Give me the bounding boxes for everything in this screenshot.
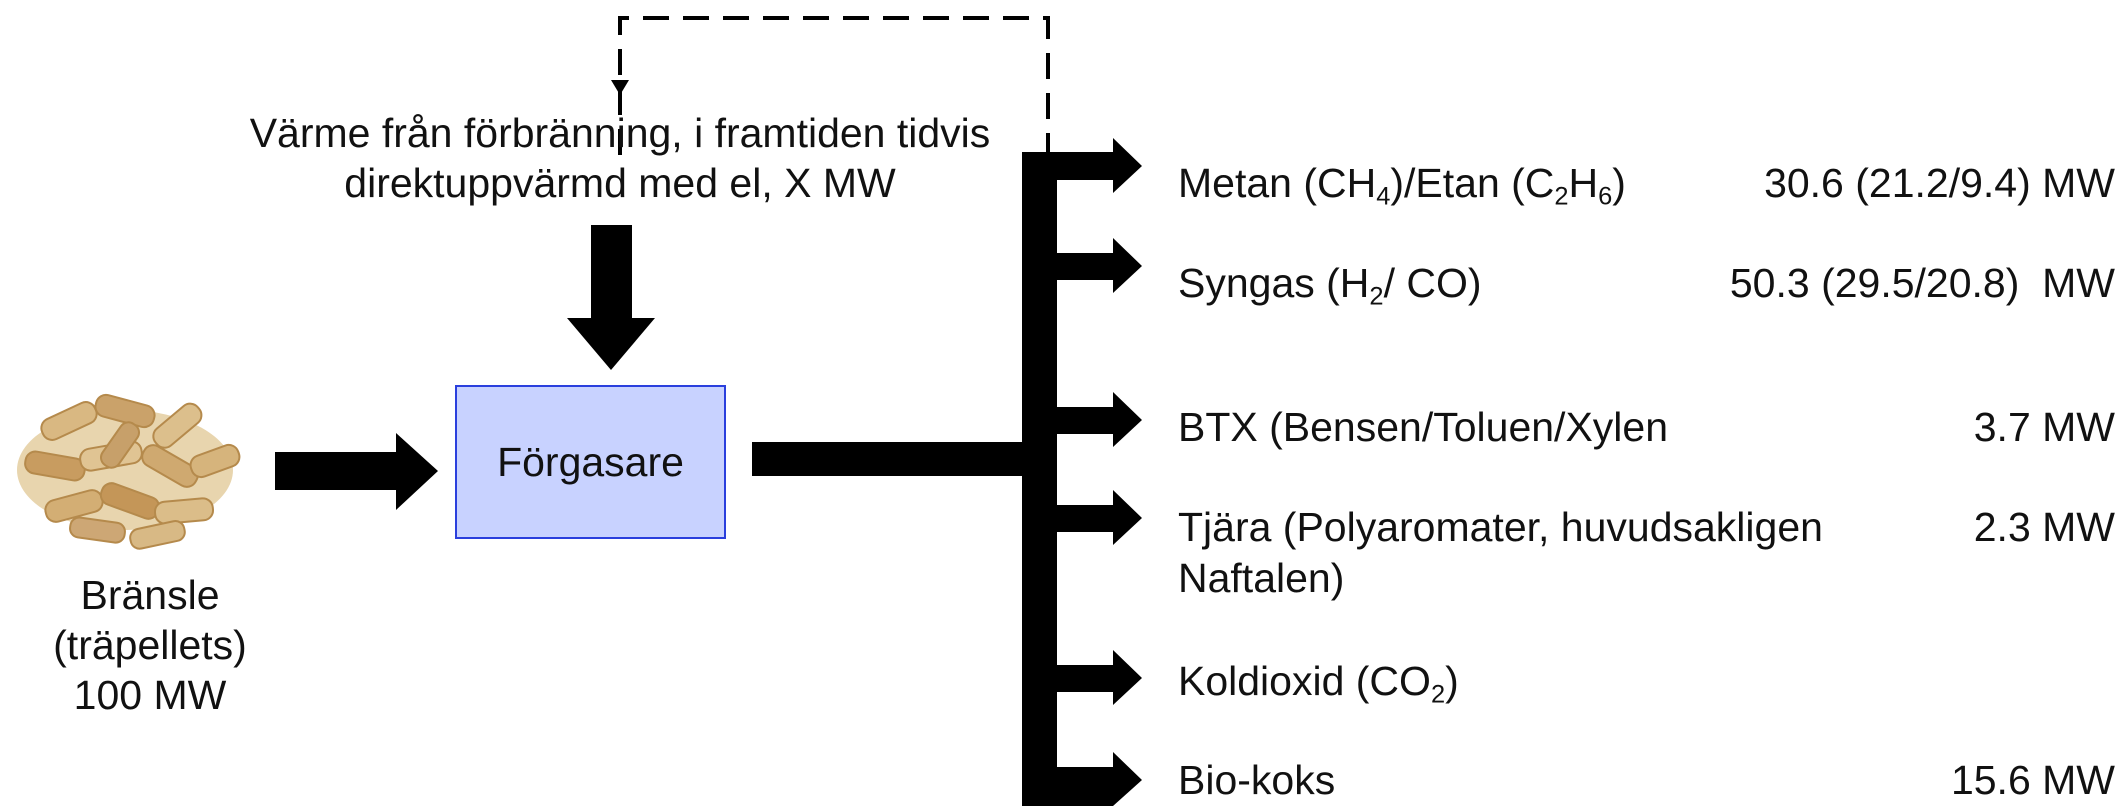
product-syngas-value: 50.3 (29.5/20.8) MW: [1729, 260, 2115, 306]
product-btx-value: 3.7 MW: [1973, 404, 2115, 450]
product-arrow-icon: [1054, 650, 1142, 705]
product-syngas-label: Syngas (H2/ CO): [1178, 260, 1482, 311]
product-arrow-icon: [1054, 238, 1142, 293]
gasifier-box: Förgasare: [455, 385, 726, 539]
product-biochar-label: Bio-koks: [1178, 757, 1336, 803]
product-methane-ethane-label: Metan (CH4)/Etan (C2H6): [1178, 160, 1626, 211]
product-arrow-icon: [1054, 752, 1142, 806]
product-methane-ethane-value: 30.6 (21.2/9.4) MW: [1764, 160, 2115, 206]
product-arrow-icon: [1054, 490, 1142, 545]
gasifier-output-bar: [752, 442, 1042, 476]
heat-label-line2: direktuppvärmd med el, X MW: [344, 160, 896, 206]
product-arrow-icon: [1054, 138, 1142, 193]
product-distribution-trunk: [1022, 152, 1057, 806]
product-arrow-icon: [1054, 392, 1142, 447]
fuel-input-arrow-icon: [275, 433, 438, 510]
heat-label-line1: Värme från förbränning, i framtiden tidv…: [249, 110, 991, 156]
product-tar-label-line2: Naftalen): [1178, 555, 1345, 601]
product-co2-label: Koldioxid (CO2): [1178, 658, 1459, 709]
product-tar-value: 2.3 MW: [1973, 504, 2115, 550]
product-btx-label: BTX (Bensen/Toluen/Xylen: [1178, 404, 1668, 450]
fuel-label-line2: (träpellets): [53, 622, 247, 668]
gasifier-label: Förgasare: [497, 438, 684, 485]
fuel-label-line1: Bränsle: [80, 572, 220, 618]
product-biochar-value: 15.6 MW: [1950, 757, 2115, 803]
wood-pellets-image: [17, 393, 241, 550]
fuel-label-line3: 100 MW: [73, 672, 227, 718]
heat-input-arrow-icon: [567, 225, 655, 370]
product-tar-label-line1: Tjära (Polyaromater, huvudsakligen: [1178, 504, 1823, 550]
feedback-arrowhead-icon: [611, 80, 629, 95]
